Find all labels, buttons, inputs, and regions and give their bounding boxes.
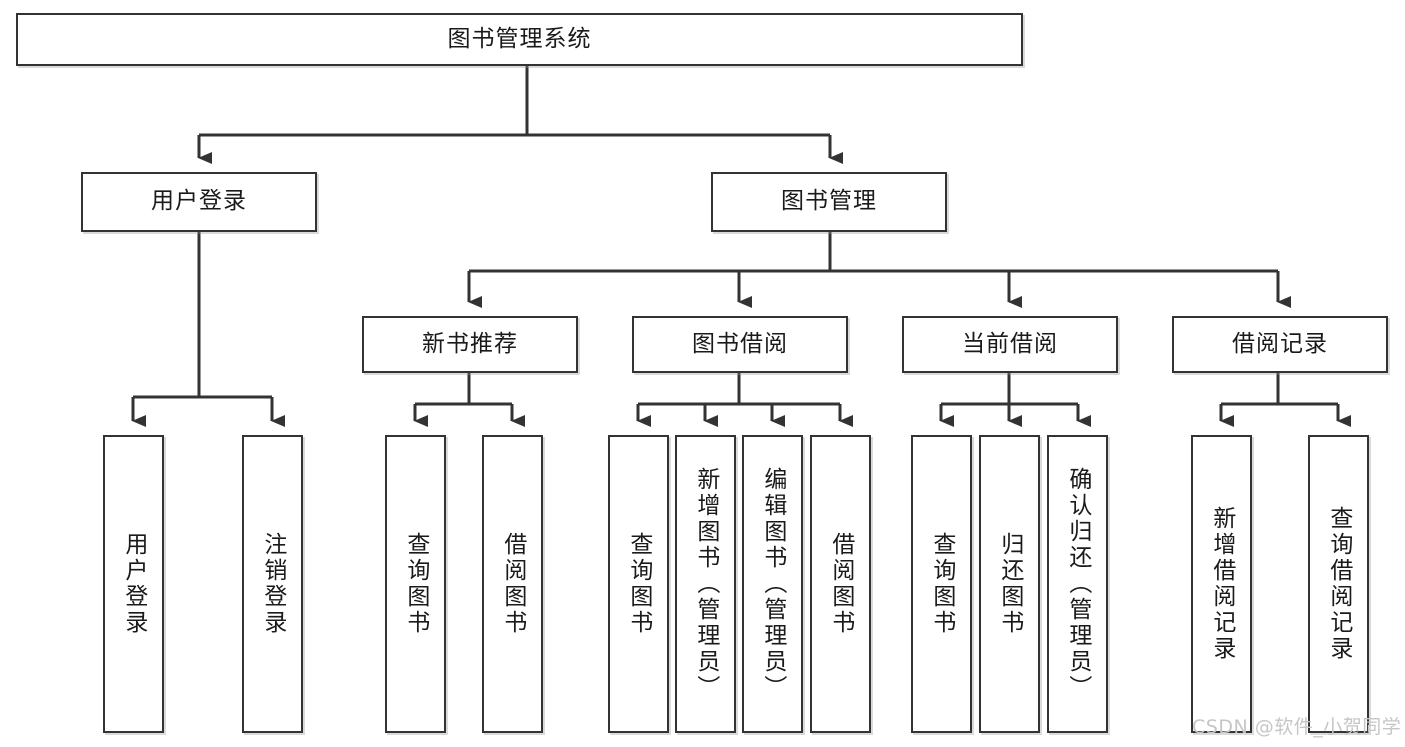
- node-root[interactable]: 图书管理系统: [16, 13, 1023, 66]
- leaf-book-borrow-3[interactable]: 编辑图书（管理员）: [742, 435, 803, 733]
- leaf-current-borrow-2[interactable]: 归还图书: [979, 435, 1040, 733]
- leaf-book-borrow-1[interactable]: 查询图书: [608, 435, 669, 733]
- leaf-user-login-1-label: 用户登录: [120, 532, 147, 636]
- node-new-book-recommend[interactable]: 新书推荐: [362, 316, 578, 373]
- leaf-user-login-2-label: 注销登录: [259, 532, 286, 636]
- leaf-user-login-1[interactable]: 用户登录: [103, 435, 164, 733]
- leaf-current-borrow-2-label: 归还图书: [996, 532, 1023, 636]
- node-current-borrow-label: 当前借阅: [962, 330, 1058, 357]
- leaf-book-borrow-4-label: 借阅图书: [827, 532, 854, 636]
- leaf-current-borrow-3-label: 确认归还（管理员）: [1064, 467, 1091, 701]
- leaf-new-book-recommend-2-label: 借阅图书: [499, 532, 526, 636]
- leaf-book-borrow-4[interactable]: 借阅图书: [810, 435, 871, 733]
- leaf-current-borrow-3[interactable]: 确认归还（管理员）: [1047, 435, 1108, 733]
- leaf-borrow-record-1-label: 新增借阅记录: [1208, 506, 1235, 662]
- node-user-login-label: 用户登录: [151, 188, 247, 215]
- leaf-borrow-record-1[interactable]: 新增借阅记录: [1191, 435, 1252, 733]
- leaf-book-borrow-3-label: 编辑图书（管理员）: [759, 467, 786, 701]
- node-borrow-record-label: 借阅记录: [1232, 330, 1328, 357]
- node-book-manage-label: 图书管理: [781, 188, 877, 215]
- node-root-label: 图书管理系统: [447, 25, 592, 52]
- leaf-user-login-2[interactable]: 注销登录: [242, 435, 303, 733]
- node-new-book-recommend-label: 新书推荐: [422, 330, 518, 357]
- leaf-new-book-recommend-1-label: 查询图书: [402, 532, 429, 636]
- node-user-login[interactable]: 用户登录: [81, 172, 317, 232]
- leaf-new-book-recommend-1[interactable]: 查询图书: [385, 435, 446, 733]
- leaf-current-borrow-1-label: 查询图书: [928, 532, 955, 636]
- node-borrow-record[interactable]: 借阅记录: [1172, 316, 1388, 373]
- leaf-borrow-record-2[interactable]: 查询借阅记录: [1308, 435, 1369, 733]
- node-current-borrow[interactable]: 当前借阅: [902, 316, 1118, 373]
- leaf-book-borrow-2[interactable]: 新增图书（管理员）: [675, 435, 736, 733]
- node-book-borrow[interactable]: 图书借阅: [632, 316, 848, 373]
- node-book-manage[interactable]: 图书管理: [711, 172, 947, 232]
- leaf-new-book-recommend-2[interactable]: 借阅图书: [482, 435, 543, 733]
- leaf-current-borrow-1[interactable]: 查询图书: [911, 435, 972, 733]
- leaf-borrow-record-2-label: 查询借阅记录: [1325, 506, 1352, 662]
- leaf-book-borrow-1-label: 查询图书: [625, 532, 652, 636]
- node-book-borrow-label: 图书借阅: [692, 330, 788, 357]
- leaf-book-borrow-2-label: 新增图书（管理员）: [692, 467, 719, 701]
